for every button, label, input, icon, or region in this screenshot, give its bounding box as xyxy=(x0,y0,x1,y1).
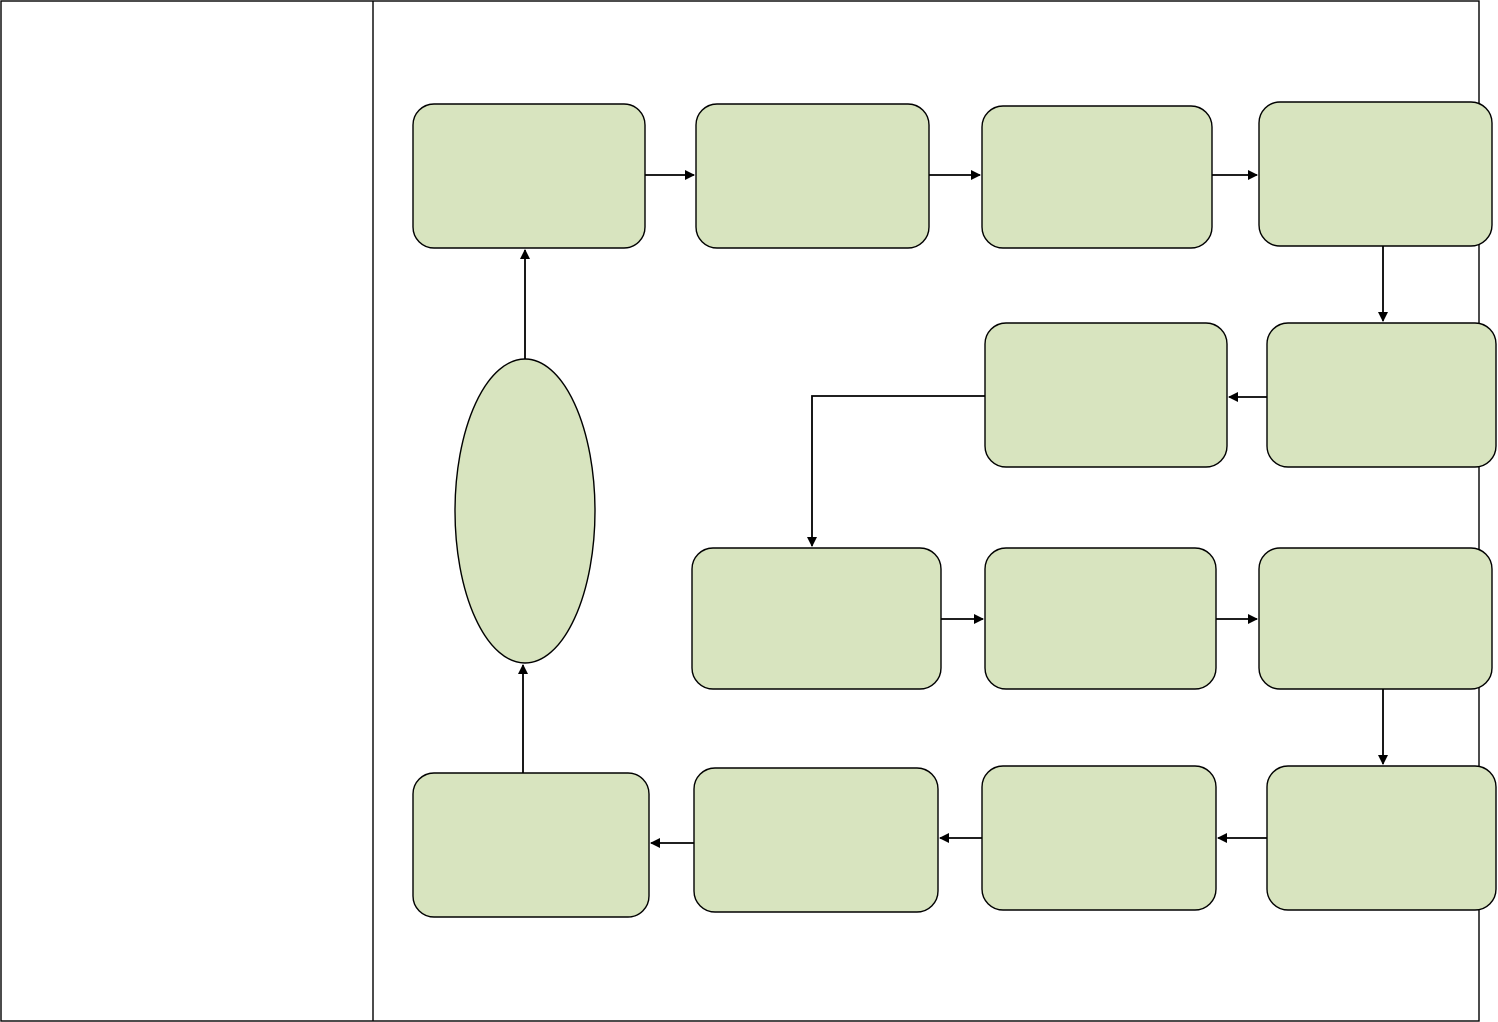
box-2 xyxy=(695,103,930,249)
box-10 xyxy=(1266,765,1497,911)
box-9 xyxy=(1258,547,1493,690)
box-1 xyxy=(412,103,646,249)
box-6 xyxy=(984,322,1228,468)
ellipse-node xyxy=(454,358,596,664)
box-7 xyxy=(691,547,942,690)
box-13 xyxy=(412,772,650,918)
box-11 xyxy=(981,765,1217,911)
node-group xyxy=(412,101,1497,918)
arrow-box6-to-box7 xyxy=(807,395,985,547)
box-4 xyxy=(1258,101,1493,247)
box-5 xyxy=(1266,322,1497,468)
box-3 xyxy=(981,105,1213,249)
connector-group xyxy=(518,170,1388,848)
box-12 xyxy=(693,767,939,913)
box-8 xyxy=(984,547,1217,690)
